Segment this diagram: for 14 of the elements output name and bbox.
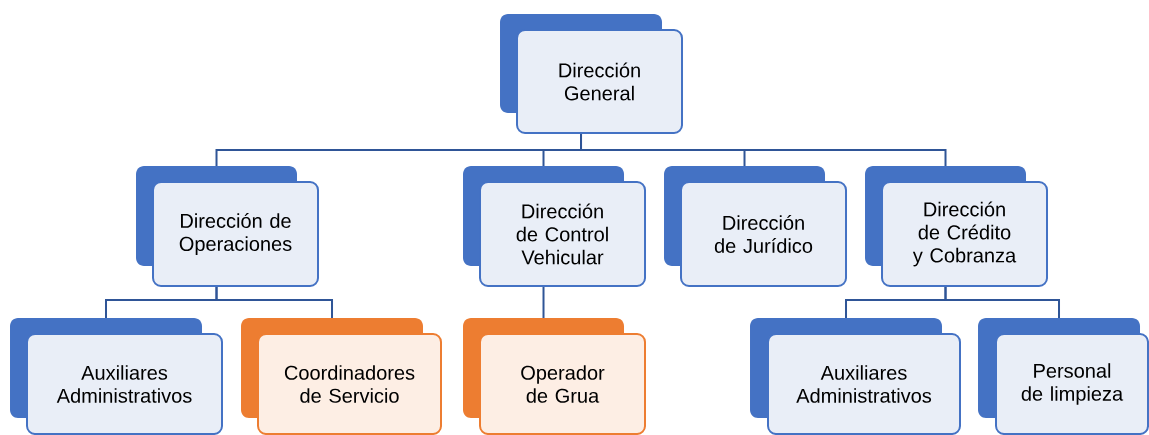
org-box: Dirección de Jurídico (664, 166, 847, 287)
org-box: Coordinadores de Servicio (241, 318, 442, 435)
connector-line (542, 286, 545, 319)
org-box: Personal de limpieza (978, 318, 1149, 435)
org-box: Auxiliares Administrativos (10, 318, 223, 435)
org-box: Dirección de Crédito y Cobranza (865, 166, 1048, 287)
org-box: Operador de Grua (463, 318, 646, 435)
org-box: Dirección General (500, 14, 683, 134)
connector-line (944, 286, 1060, 319)
org-box: Auxiliares Administrativos (750, 318, 961, 435)
connector-line (215, 286, 333, 319)
org-box: Dirección de Operaciones (136, 166, 319, 287)
connector-line (580, 133, 947, 167)
org-box: Dirección de Control Vehicular (463, 166, 646, 287)
